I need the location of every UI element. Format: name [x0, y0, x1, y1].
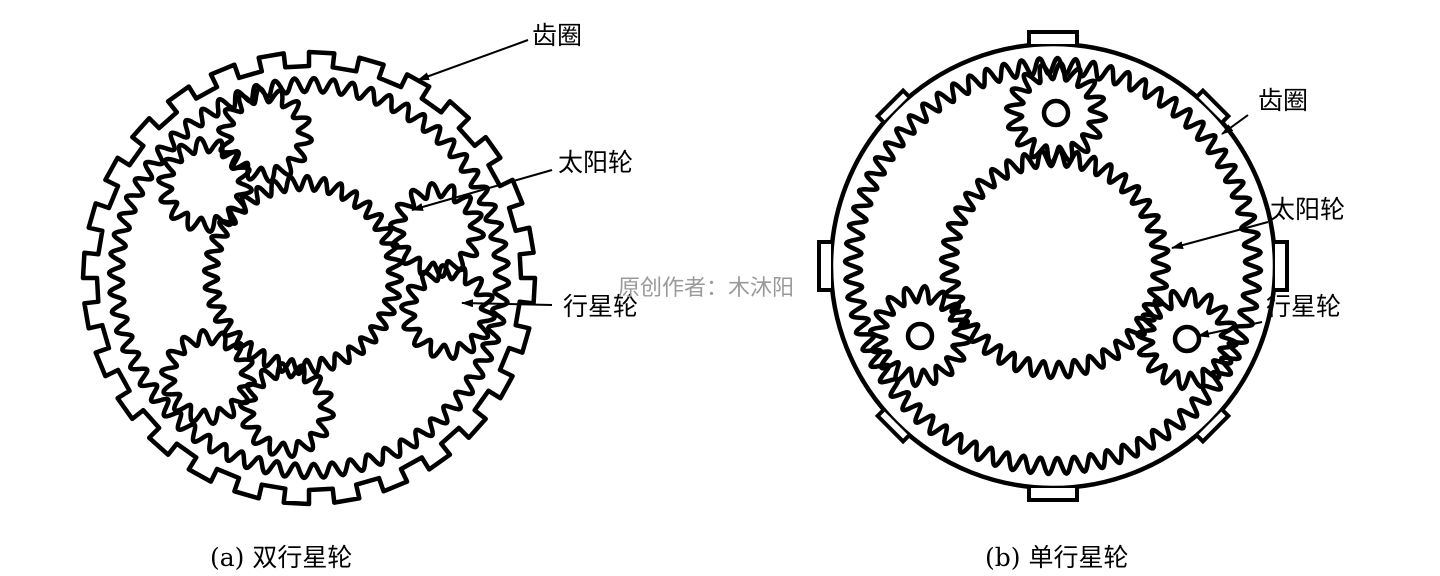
ring-arrow-b [1221, 114, 1249, 135]
planet-shaft-hole [1041, 98, 1071, 128]
sun-arrow-b [1171, 221, 1269, 249]
label-arrows [411, 39, 1269, 338]
planet-gear [388, 181, 486, 279]
housing-tab-outline [1027, 30, 1079, 44]
planet-arrow-a [461, 299, 553, 308]
housing-tab [1275, 240, 1289, 292]
ring-arrow-a [417, 39, 529, 81]
housing-tab-outline [1195, 408, 1232, 445]
label-ring-gear-a: 齿圈 [532, 21, 583, 50]
ring-gear-housing [828, 41, 1278, 491]
housing-tab-outline [874, 87, 911, 124]
housing-tab [1027, 30, 1079, 44]
watermark: 原创作者：木沐阳 [618, 276, 795, 301]
planet-gear [1134, 286, 1240, 392]
planet-shaft-hole [1172, 324, 1202, 354]
label-sun-gear-b: 太阳轮 [1270, 195, 1346, 224]
label-planet-gear-a: 行星轮 [563, 292, 639, 321]
planet-gear [156, 136, 254, 234]
single-planet-gearset [817, 30, 1289, 502]
planet-gear [867, 283, 973, 389]
label-sun-gear-a: 太阳轮 [558, 148, 634, 177]
housing-tab-outline [1195, 87, 1232, 124]
label-ring-gear-b: 齿圈 [1258, 86, 1309, 115]
caption-b: (b) 单行星轮 [985, 543, 1129, 572]
housing-tab [1027, 488, 1079, 502]
planet-shaft-hole [905, 321, 935, 351]
housing-tab [1195, 408, 1232, 445]
sun-gear [201, 173, 405, 377]
double-planet-gearset [80, 49, 538, 507]
ring-gear-inner-teeth [106, 75, 512, 481]
housing-tab [874, 408, 911, 445]
housing-tab-outline [874, 408, 911, 445]
ring-gear-inner-teeth [842, 55, 1264, 477]
sun-gear [938, 147, 1172, 381]
planet-gear [238, 361, 336, 459]
housing-tab-outline [817, 240, 831, 292]
housing-tab [817, 240, 831, 292]
planet-arrow-b [1197, 321, 1263, 338]
planet-gear [1003, 60, 1109, 166]
housing-tab [1195, 87, 1232, 124]
label-planet-gear-b: 行星轮 [1266, 292, 1342, 321]
planet-gear [159, 328, 257, 426]
housing-tab [874, 87, 911, 124]
housing-tab-outline [1275, 240, 1289, 292]
planet-gear [216, 86, 314, 184]
ring-gear-outer-housing [80, 49, 538, 507]
planet-gear [399, 263, 497, 361]
sun-arrow-a [411, 169, 553, 211]
caption-a: (a) 双行星轮 [210, 543, 353, 572]
housing-tab-outline [1027, 488, 1079, 502]
